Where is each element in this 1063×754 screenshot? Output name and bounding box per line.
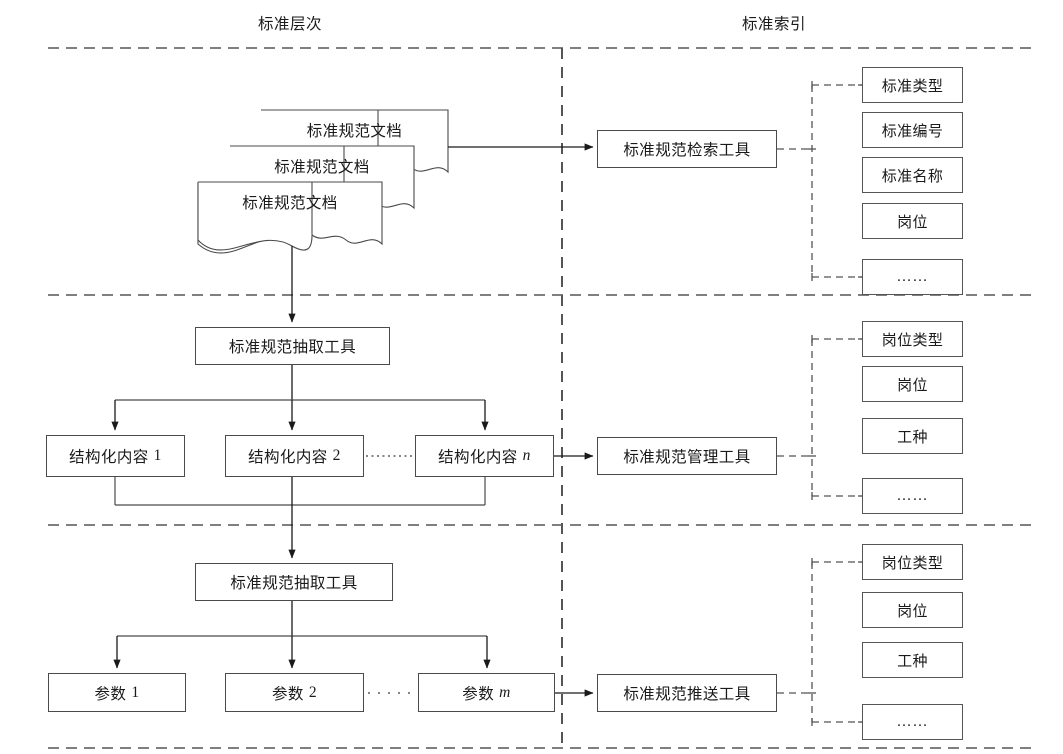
parameter-box-2-index: 2 xyxy=(308,683,317,701)
content-box-n[interactable]: 结构化内容 n xyxy=(415,435,554,477)
tool-box-extraction-layer2[interactable]: 标准规范抽取工具 xyxy=(195,327,390,365)
parameter-box-m[interactable]: 参数 m xyxy=(418,673,555,712)
document-label-middle: 标准规范文档 xyxy=(274,159,370,176)
content-box-2-label: 结构化内容 xyxy=(248,449,328,466)
tool-box-push[interactable]: 标准规范推送工具 xyxy=(597,674,777,712)
parameter-box-1[interactable]: 参数 1 xyxy=(48,673,186,712)
index-box-layer1-2[interactable]: 标准编号 xyxy=(862,112,963,148)
index-box-layer2-1[interactable]: 岗位类型 xyxy=(862,321,963,357)
index-box-layer1-4[interactable]: 岗位 xyxy=(862,203,963,239)
content-box-1-label: 结构化内容 xyxy=(69,449,149,466)
parameter-box-m-label: 参数 xyxy=(462,685,495,703)
document-label-back: 标准规范文档 xyxy=(306,123,403,140)
parameter-box-2-label: 参数 xyxy=(272,685,304,703)
content-box-n-label: 结构化内容 xyxy=(438,449,518,466)
content-box-n-index: n xyxy=(522,447,531,464)
index-box-layer1-1[interactable]: 标准类型 xyxy=(862,67,963,103)
parameter-box-2[interactable]: 参数 2 xyxy=(225,673,364,712)
content-box-1-index: 1 xyxy=(153,447,162,464)
parameter-box-m-index: m xyxy=(499,683,511,701)
parameter-box-1-label: 参数 xyxy=(94,685,127,703)
index-box-layer1-5[interactable]: …… xyxy=(862,259,963,295)
document-label-front: 标准规范文档 xyxy=(242,195,338,212)
content-box-1[interactable]: 结构化内容 1 xyxy=(46,435,185,477)
tool-box-retrieval[interactable]: 标准规范检索工具 xyxy=(597,130,777,168)
index-box-layer3-2[interactable]: 岗位 xyxy=(862,592,963,628)
index-box-layer3-1[interactable]: 岗位类型 xyxy=(862,544,963,580)
content-box-2[interactable]: 结构化内容 2 xyxy=(225,435,364,477)
index-box-layer3-3[interactable]: 工种 xyxy=(862,642,963,678)
parameter-box-1-index: 1 xyxy=(131,683,140,701)
column-header-right: 标准索引 xyxy=(742,16,807,33)
index-box-layer3-4[interactable]: …… xyxy=(862,704,963,740)
index-box-layer2-4[interactable]: …… xyxy=(862,478,963,514)
column-header-left: 标准层次 xyxy=(258,16,323,33)
index-box-layer2-3[interactable]: 工种 xyxy=(862,418,963,454)
content-box-2-index: 2 xyxy=(332,447,341,464)
tool-box-management[interactable]: 标准规范管理工具 xyxy=(597,437,777,475)
index-box-layer2-2[interactable]: 岗位 xyxy=(862,366,963,402)
index-box-layer1-3[interactable]: 标准名称 xyxy=(862,157,963,193)
tool-box-extraction-layer3[interactable]: 标准规范抽取工具 xyxy=(195,563,393,601)
